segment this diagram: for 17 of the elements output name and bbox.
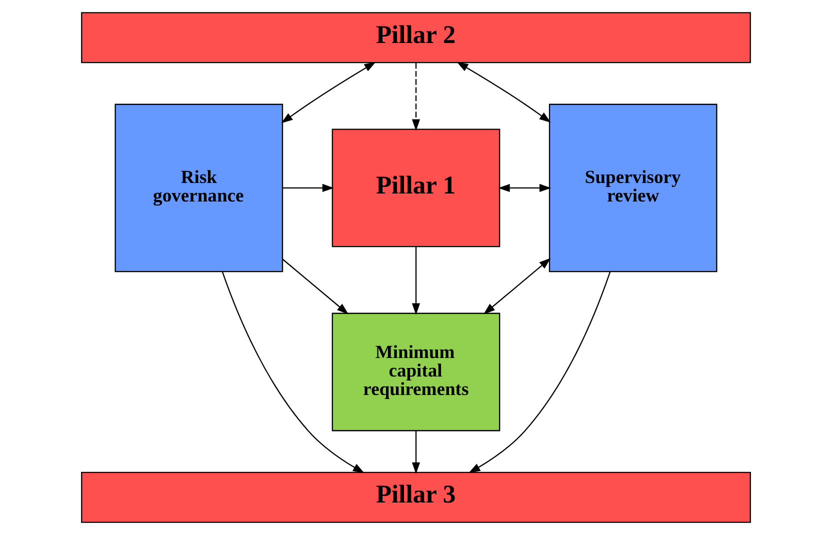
arrow xyxy=(221,271,364,474)
node-box: Minimum capital requirements xyxy=(331,312,500,432)
arrow xyxy=(456,62,550,123)
node-box: Pillar 2 xyxy=(80,12,750,64)
arrow xyxy=(482,258,550,314)
node-box: Pillar 3 xyxy=(80,472,750,523)
arrow xyxy=(498,184,551,192)
arrow xyxy=(282,258,348,314)
arrow xyxy=(280,62,376,124)
node-box: Supervisory review xyxy=(548,104,717,272)
arrow xyxy=(411,430,420,474)
arrow xyxy=(411,62,420,131)
arrow xyxy=(468,272,610,474)
arrow xyxy=(282,184,334,192)
node-box: Pillar 1 xyxy=(331,128,500,248)
arrow xyxy=(411,246,420,315)
node-box: Risk governance xyxy=(114,104,283,272)
